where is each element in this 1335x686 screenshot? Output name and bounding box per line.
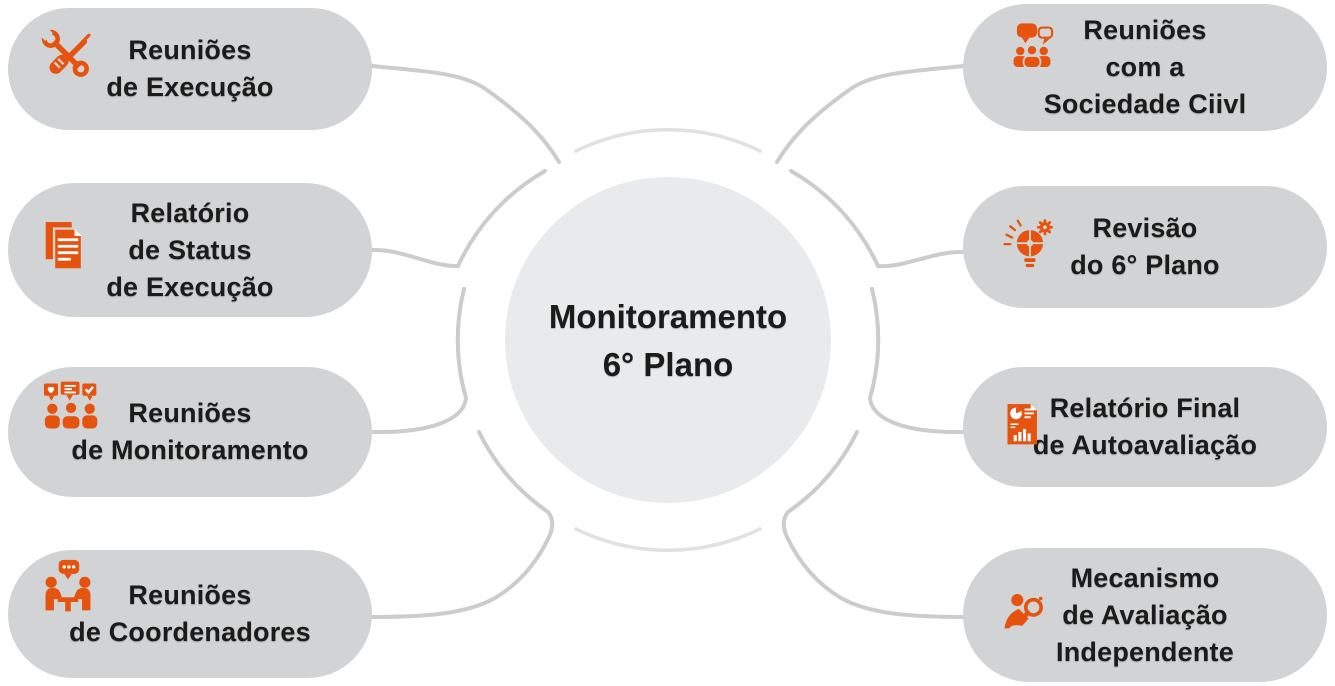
node-label-line: de Status [128, 234, 252, 265]
center-title-line: Monitoramento [548, 298, 788, 335]
node-label-line: Reuniões [128, 35, 252, 65]
documents-icon [42, 220, 94, 283]
people-feedback-icon [42, 377, 102, 440]
center-title: Monitoramento 6° Plano [488, 293, 848, 389]
connector-revisao-6-plano [789, 169, 965, 269]
center-title-line: 6° Plano [602, 346, 734, 383]
idea-puzzle-icon [999, 216, 1059, 281]
node-label-line: de Avaliação [1062, 599, 1228, 630]
connector-reunioes-execucao [370, 64, 561, 164]
node-label: Reuniões de Coordenadores [8, 577, 372, 651]
node-label: Reuniões com a Sociedade Ciivl [963, 12, 1327, 123]
connector-reunioes-monitoramento [371, 287, 469, 435]
node-label-line: de Execução [106, 271, 274, 302]
node-relatorio-final-autoavaliacao: Relatório Final de Autoavaliação [963, 367, 1327, 487]
node-label-line: Reuniões [1083, 15, 1207, 45]
node-label-line: Independente [1056, 636, 1234, 667]
node-relatorio-status-execucao: Relatório de Status de Execução [8, 183, 372, 317]
node-label-line: do 6° Plano [1070, 250, 1220, 280]
node-label-line: de Execução [106, 72, 274, 102]
meeting-table-icon [38, 558, 98, 621]
node-label-line: Relatório Final [1049, 393, 1241, 423]
node-label-line: Mecanismo [1070, 562, 1220, 593]
node-label-line: Sociedade Ciivl [1043, 89, 1247, 119]
node-label-line: de Coordenadores [69, 617, 311, 647]
node-label: Reuniões de Execução [8, 32, 372, 106]
node-revisao-6-plano: Revisão do 6° Plano [963, 186, 1327, 308]
node-reunioes-monitoramento: Reuniões de Monitoramento [8, 367, 372, 497]
node-label-line: Revisão [1092, 213, 1198, 243]
node-label: Relatório Final de Autoavaliação [963, 390, 1327, 464]
node-mecanismo-avaliacao-independente: Mecanismo de Avaliação Independente [963, 548, 1327, 682]
node-label: Reuniões de Monitoramento [8, 395, 372, 469]
connector-reunioes-coordenadores [371, 430, 555, 619]
node-reunioes-sociedade-civil: Reuniões com a Sociedade Ciivl [963, 4, 1327, 131]
node-label-line: Reuniões [128, 398, 252, 428]
node-reunioes-coordenadores: Reuniões de Coordenadores [8, 550, 372, 678]
node-label-line: de Autoavaliação [1032, 430, 1258, 460]
center-circle [505, 177, 831, 503]
node-label: Mecanismo de Avaliação Independente [963, 560, 1327, 671]
ring-arc-top [574, 128, 762, 153]
node-label-line: Reuniões [128, 580, 252, 610]
connector-relatorio-final-autoavaliacao [867, 287, 965, 435]
connector-mecanismo-avaliacao-independente [781, 430, 965, 619]
node-label: Relatório de Status de Execução [8, 195, 372, 306]
node-label: Revisão do 6° Plano [963, 210, 1327, 284]
person-magnifier-icon [1001, 588, 1053, 643]
ring-arc-bottom [574, 527, 762, 552]
tools-icon [36, 24, 98, 91]
community-speech-icon [1005, 20, 1059, 77]
node-reunioes-execucao: Reuniões de Execução [8, 8, 372, 130]
report-chart-icon [1001, 401, 1045, 454]
node-label-line: com a [1105, 52, 1185, 82]
node-label-line: Relatório [130, 197, 250, 228]
node-label-line: de Monitoramento [71, 435, 309, 465]
connector-reunioes-sociedade-civil [775, 64, 966, 164]
connector-relatorio-status-execucao [371, 169, 547, 269]
